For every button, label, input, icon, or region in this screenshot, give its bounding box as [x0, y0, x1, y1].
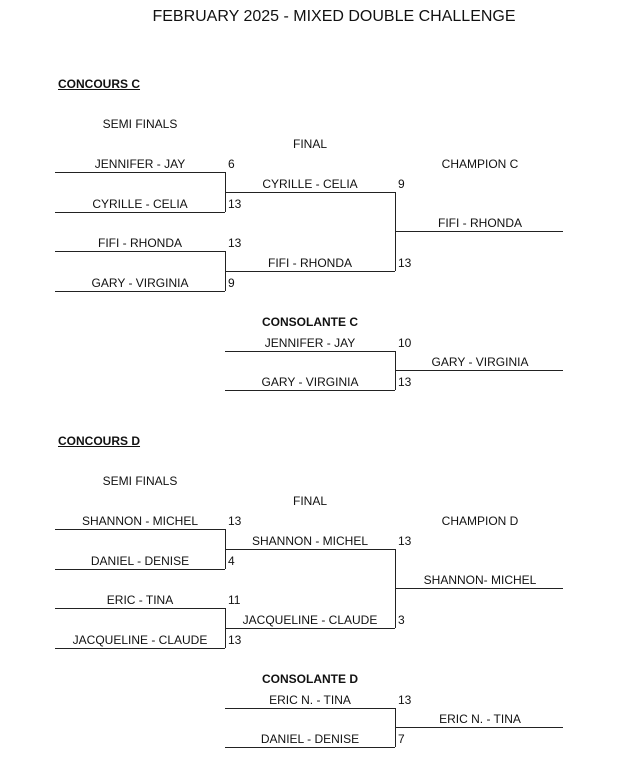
bracket-line [55, 529, 225, 530]
semi-team: ERIC - TINA [106, 593, 174, 607]
final-team: SHANNON - MICHEL [251, 534, 369, 548]
final-team: CYRILLE - CELIA [262, 177, 358, 191]
consolante-team: DANIEL - DENISE [260, 732, 360, 746]
final-score: 9 [398, 177, 405, 191]
bracket-line [225, 747, 395, 748]
bracket-line [225, 192, 395, 193]
consolante-score: 13 [398, 693, 412, 707]
bracket-line [55, 648, 225, 649]
semi-score: 9 [228, 276, 235, 290]
final-team: JACQUELINE - CLAUDE [242, 613, 378, 627]
consolante-score: 10 [398, 336, 412, 350]
consolante-winner: GARY - VIRGINIA [431, 355, 529, 369]
final-team: FIFI - RHONDA [268, 256, 352, 270]
consolante-team: ERIC N. - TINA [269, 693, 351, 707]
consolante-label: CONSOLANTE C [262, 315, 358, 329]
champion-team: FIFI - RHONDA [438, 216, 522, 230]
bracket-line [225, 271, 395, 272]
bracket-line [55, 172, 225, 173]
bracket-line [55, 569, 225, 570]
semi-score: 13 [228, 514, 242, 528]
bracket-line [55, 608, 225, 609]
consolante-score: 13 [398, 375, 412, 389]
semi-score: 13 [228, 633, 242, 647]
section-heading: CONCOURS C [58, 77, 141, 91]
semi-team: SHANNON - MICHEL [81, 514, 199, 528]
semi-score: 11 [228, 593, 241, 607]
bracket-line [55, 251, 225, 252]
consolante-team: GARY - VIRGINIA [261, 375, 359, 389]
semi-team: JENNIFER - JAY [94, 157, 186, 171]
final-label: FINAL [292, 494, 328, 508]
bracket-line [395, 588, 563, 589]
final-score: 13 [398, 534, 412, 548]
semi-team: CYRILLE - CELIA [92, 197, 188, 211]
bracket-line [395, 370, 563, 371]
page-title: FEBRUARY 2025 - MIXED DOUBLE CHALLENGE [152, 8, 516, 25]
final-score: 13 [398, 256, 412, 270]
final-score: 3 [398, 613, 405, 627]
semi-finals-label: SEMI FINALS [102, 117, 178, 131]
champion-team: SHANNON- MICHEL [423, 573, 537, 587]
section-heading: CONCOURS D [58, 434, 141, 448]
bracket-line [55, 291, 225, 292]
semi-team: JACQUELINE - CLAUDE [72, 633, 208, 647]
bracket-line [225, 708, 395, 709]
consolante-label: CONSOLANTE D [262, 672, 358, 686]
final-label: FINAL [292, 137, 328, 151]
bracket-line [395, 727, 563, 728]
bracket-line [225, 628, 395, 629]
semi-score: 13 [228, 236, 242, 250]
bracket-line [55, 212, 225, 213]
semi-score: 4 [228, 554, 235, 568]
bracket-line [395, 231, 563, 232]
semi-team: GARY - VIRGINIA [91, 276, 189, 290]
consolante-team: JENNIFER - JAY [264, 336, 356, 350]
champion-label: CHAMPION C [441, 157, 519, 171]
semi-team: FIFI - RHONDA [98, 236, 182, 250]
semi-score: 13 [228, 197, 242, 211]
bracket-line [225, 390, 395, 391]
bracket-line [225, 351, 395, 352]
champion-label: CHAMPION D [441, 514, 519, 528]
bracket-line [225, 549, 395, 550]
semi-score: 6 [228, 157, 235, 171]
semi-team: DANIEL - DENISE [90, 554, 190, 568]
consolante-winner: ERIC N. - TINA [439, 712, 521, 726]
semi-finals-label: SEMI FINALS [102, 474, 178, 488]
consolante-score: 7 [398, 732, 405, 746]
